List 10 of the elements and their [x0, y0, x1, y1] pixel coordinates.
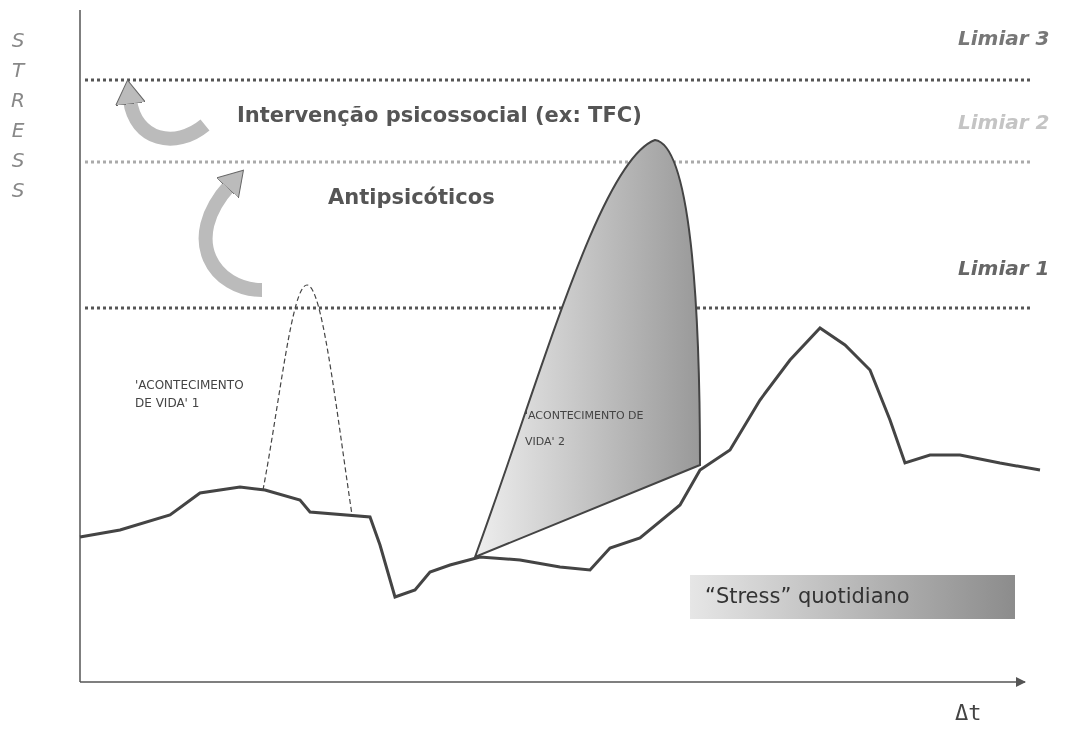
event-label: 'ACONTECIMENTO DE VIDA' 1 [135, 377, 245, 412]
axis-label: STRESS [6, 28, 30, 208]
threshold-label: Limiar 1 [958, 256, 1050, 280]
event-label: 'ACONTECIMENTO DE VIDA' 2 [525, 408, 645, 450]
threshold-label: Limiar 3 [958, 26, 1050, 50]
axis-label: Δt [955, 700, 982, 725]
threshold-label: Limiar 2 [958, 110, 1050, 134]
highlighted-label: “Stress” quotidiano [705, 584, 910, 608]
intervention-label: Antipsicóticos [328, 185, 495, 209]
intervention-label: Intervenção psicossocial (ex: TFC) [237, 103, 642, 127]
